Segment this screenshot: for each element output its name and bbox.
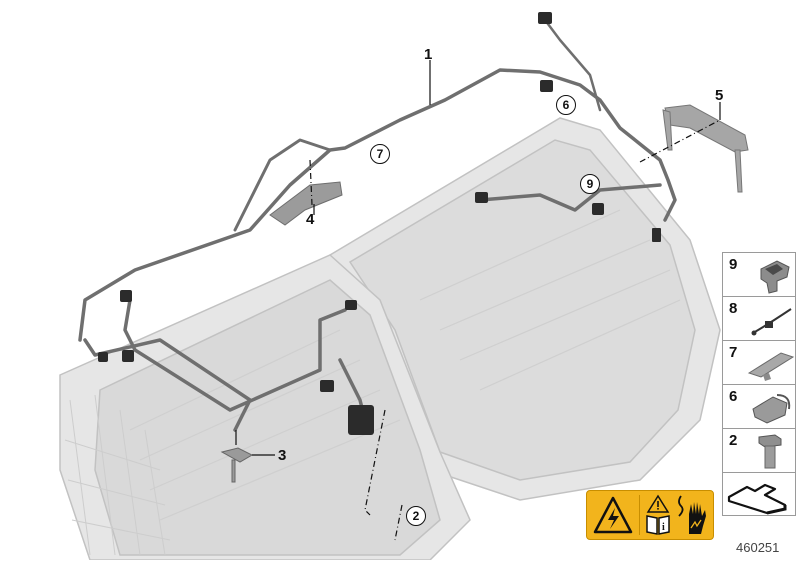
high-voltage-warning-label: i: [586, 490, 714, 540]
hex-bolt-icon: [758, 434, 782, 469]
read-manual-icon: i: [646, 515, 670, 535]
wiring-harness: [78, 18, 677, 432]
caution-triangle-icon: [646, 494, 670, 513]
legend-item-arrow: [722, 472, 796, 516]
connectors: [98, 12, 661, 435]
callout-9: 9: [580, 174, 600, 194]
callout-7: 7: [370, 144, 390, 164]
clip-holder-icon: [760, 260, 790, 294]
arrow-direction-icon: [727, 483, 787, 515]
legend-item-9: 9: [722, 252, 796, 296]
legend-item-7: 7: [722, 340, 796, 384]
svg-text:i: i: [662, 522, 665, 533]
small-parts-legend: 9 8 7 6: [722, 252, 796, 516]
callout-1: 1: [424, 46, 433, 63]
callout-2: 2: [406, 506, 426, 526]
battery-housing: [59, 117, 721, 561]
legend-item-2: 2: [722, 428, 796, 472]
warning-divider: [639, 495, 640, 535]
cable-clamp-icon: [752, 394, 791, 424]
callout-5: 5: [715, 87, 724, 104]
illustration-number: 460251: [736, 540, 780, 555]
leader-lines: [235, 60, 721, 541]
bracket-5: [662, 104, 749, 193]
bracket-4: [269, 181, 343, 226]
high-voltage-warning-icon: [593, 496, 633, 534]
callout-6: 6: [556, 95, 576, 115]
electric-shock-hand-icon: [678, 495, 706, 534]
read-manual-group: i: [646, 494, 670, 535]
legend-item-6: 6: [722, 384, 796, 428]
legend-item-8: 8: [722, 296, 796, 340]
callout-3: 3: [278, 447, 287, 464]
cable-clip-plate-icon: [747, 352, 795, 381]
cable-tie-icon: [751, 308, 792, 336]
callout-4: 4: [306, 211, 315, 228]
